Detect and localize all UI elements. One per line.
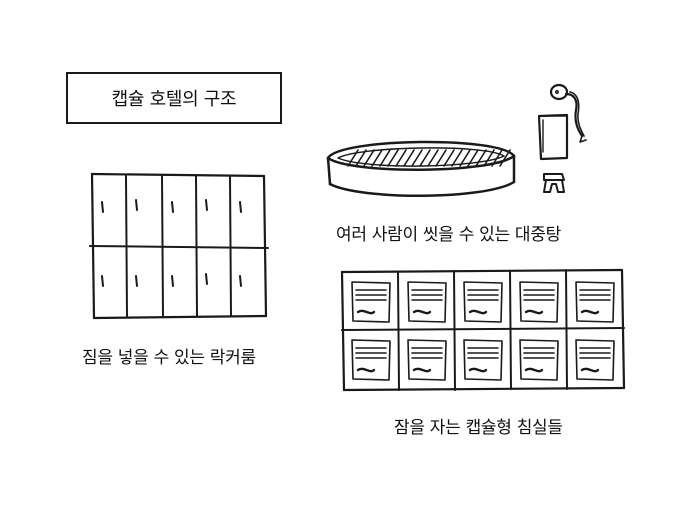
hatch-line	[379, 149, 391, 167]
hatch-line	[411, 149, 423, 167]
locker-grid-icon	[89, 172, 269, 320]
capsule-room-icon	[340, 268, 626, 392]
hatch-line	[467, 149, 479, 167]
hatch-line	[491, 149, 503, 167]
shower-icon	[549, 83, 587, 143]
capsule-door	[407, 281, 447, 323]
hatch-line	[395, 149, 407, 167]
stool-icon	[543, 173, 565, 193]
capsule-door	[407, 339, 447, 381]
capsule-pillow	[524, 309, 544, 315]
hatch-line	[483, 149, 495, 167]
hatch-line	[355, 149, 367, 167]
capsule-door	[463, 281, 503, 323]
hatch-line	[403, 149, 415, 167]
capsule-door	[519, 281, 559, 323]
hatch-line	[451, 149, 463, 167]
capsule-door	[351, 281, 391, 323]
locker-label: 짐을 넣을 수 있는 락커룸	[82, 348, 256, 368]
hatch-line	[347, 149, 359, 167]
hatch-line	[435, 149, 447, 167]
title-text: 캡슐 호텔의 구조	[111, 89, 237, 110]
capsule-pillow	[412, 367, 432, 373]
hatch-line	[459, 149, 471, 167]
capsule-pillow	[468, 367, 488, 373]
hatch-line	[419, 149, 431, 167]
hatch-line	[387, 149, 399, 167]
capsule-pillow	[356, 309, 376, 315]
hatch-line	[371, 149, 383, 167]
bath-label: 여러 사람이 씻을 수 있는 대중탕	[336, 225, 561, 245]
capsule-pillow	[580, 309, 600, 315]
capsule-door	[519, 339, 559, 381]
bucket-icon	[537, 113, 569, 161]
title-box: 캡슐 호텔의 구조	[66, 72, 282, 124]
capsule-label: 잠을 자는 캡슐형 침실들	[394, 418, 563, 438]
capsule-door	[575, 281, 615, 323]
capsule-pillow	[356, 367, 376, 373]
capsule-door	[575, 339, 615, 381]
hatch-line	[363, 149, 375, 167]
capsule-pillow	[468, 309, 488, 315]
hatch-line	[443, 149, 455, 167]
hatch-line	[499, 149, 511, 167]
hatch-line	[475, 149, 487, 167]
hatch-line	[427, 149, 439, 167]
capsule-pillow	[524, 367, 544, 373]
capsule-door	[351, 339, 391, 381]
capsule-pillow	[580, 367, 600, 373]
capsule-door	[463, 339, 503, 381]
capsule-pillow	[412, 309, 432, 315]
bath-tub-icon	[326, 140, 516, 197]
